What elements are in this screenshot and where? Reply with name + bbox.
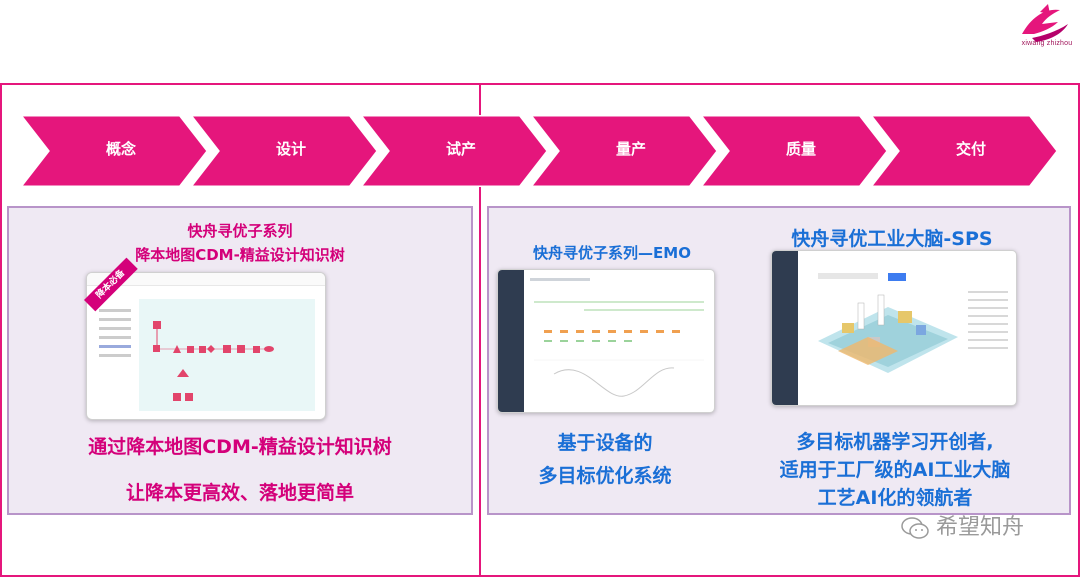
sps-title: 快舟寻优工业大脑-SPS [791, 228, 993, 250]
stage-label: 概念 [105, 140, 136, 158]
brand-logo-text: xiwang zhizhou [1021, 40, 1073, 47]
cdm-desc-line1: 通过降本地图CDM-精益设计知识树 [88, 436, 392, 458]
wechat-icon [901, 517, 929, 539]
stage-chevron: 量产 [530, 115, 718, 187]
stage-label: 量产 [615, 140, 646, 158]
emo-screenshot [497, 269, 715, 413]
cdm-title-line1: 快舟寻优子系列 [187, 222, 293, 240]
watermark-text: 希望知舟 [936, 515, 1025, 540]
phase-frame-right [480, 83, 1080, 577]
stage-chevron: 质量 [700, 115, 888, 187]
sps-desc-line3: 工艺AI化的领航者 [817, 487, 973, 509]
stage-chevron: 试产 [360, 115, 548, 187]
stage-label: 质量 [785, 140, 816, 158]
stage-chevron: 概念 [20, 115, 208, 187]
cdm-desc-line2: 让降本更高效、落地更简单 [125, 482, 354, 504]
stage-label: 交付 [955, 140, 986, 158]
emo-title: 快舟寻优子系列—EMO [533, 244, 691, 262]
sps-screenshot [771, 250, 1017, 406]
stage-chevron: 设计 [190, 115, 378, 187]
stage-label: 试产 [445, 140, 476, 158]
stage-chevron: 交付 [870, 115, 1058, 187]
cdm-screenshot [86, 272, 326, 420]
brand-logo [1022, 4, 1068, 42]
sps-desc-line1: 多目标机器学习开创者, [796, 431, 994, 453]
stage-label: 设计 [275, 140, 306, 158]
cdm-title-line2: 降本地图CDM-精益设计知识树 [135, 246, 345, 264]
emo-desc-line2: 多目标优化系统 [538, 465, 672, 487]
phase-frame-left [0, 83, 480, 577]
emo-desc-line1: 基于设备的 [557, 432, 653, 454]
sps-desc-line2: 适用于工厂级的AI工业大脑 [779, 459, 1011, 481]
